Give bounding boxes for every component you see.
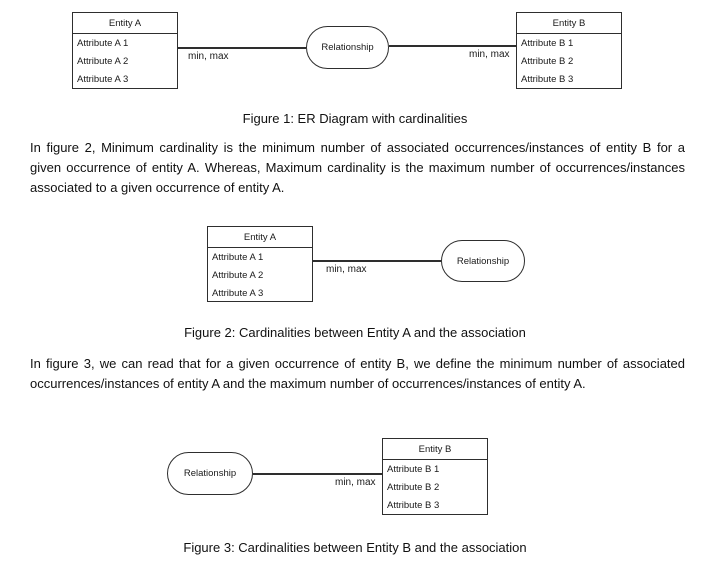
entity-attribute: Attribute B 3 [387, 499, 440, 511]
connector-line [389, 45, 516, 47]
figure3-relationship-shape: Relationship [167, 452, 253, 495]
entity-attribute: Attribute B 1 [521, 37, 574, 49]
connector-line [313, 260, 441, 262]
entity-attribute: Attribute B 3 [521, 73, 574, 85]
entity-attribute: Attribute B 1 [387, 463, 440, 475]
figure2-entity-a-box: Entity A Attribute A 1 Attribute A 2 Att… [207, 226, 313, 302]
figure1-relationship-shape: Relationship [306, 26, 389, 69]
figure1-entity-b-box: Entity B Attribute B 1 Attribute B 2 Att… [516, 12, 622, 89]
paragraph-1: In figure 2, Minimum cardinality is the … [30, 140, 685, 195]
entity-title: Entity B [517, 13, 621, 34]
figure1-entity-a-box: Entity A Attribute A 1 Attribute A 2 Att… [72, 12, 178, 89]
cardinality-label: min, max [326, 264, 367, 275]
entity-attribute: Attribute A 2 [77, 55, 129, 67]
cardinality-label: min, max [335, 477, 376, 488]
connector-line [253, 473, 382, 475]
figure2-caption: Figure 2: Cardinalities between Entity A… [184, 325, 526, 340]
figure3-entity-b-box: Entity B Attribute B 1 Attribute B 2 Att… [382, 438, 488, 515]
connector-line [178, 47, 306, 49]
figure2-relationship-shape: Relationship [441, 240, 525, 282]
entity-title: Entity B [383, 439, 487, 460]
entity-title: Entity A [73, 13, 177, 34]
entity-attribute: Attribute A 2 [212, 269, 264, 281]
cardinality-label: min, max [188, 51, 229, 62]
cardinality-label: min, max [469, 49, 510, 60]
entity-attribute: Attribute B 2 [521, 55, 574, 67]
entity-attribute: Attribute B 2 [387, 481, 440, 493]
entity-attribute: Attribute A 1 [77, 37, 129, 49]
paragraph-2: In figure 3, we can read that for a give… [30, 356, 685, 391]
figure3-caption: Figure 3: Cardinalities between Entity B… [183, 540, 527, 555]
figure1-caption: Figure 1: ER Diagram with cardinalities [242, 111, 468, 126]
entity-attribute: Attribute A 3 [77, 73, 129, 85]
entity-attribute: Attribute A 3 [212, 287, 264, 299]
entity-title: Entity A [208, 227, 312, 248]
entity-attribute: Attribute A 1 [212, 251, 264, 263]
